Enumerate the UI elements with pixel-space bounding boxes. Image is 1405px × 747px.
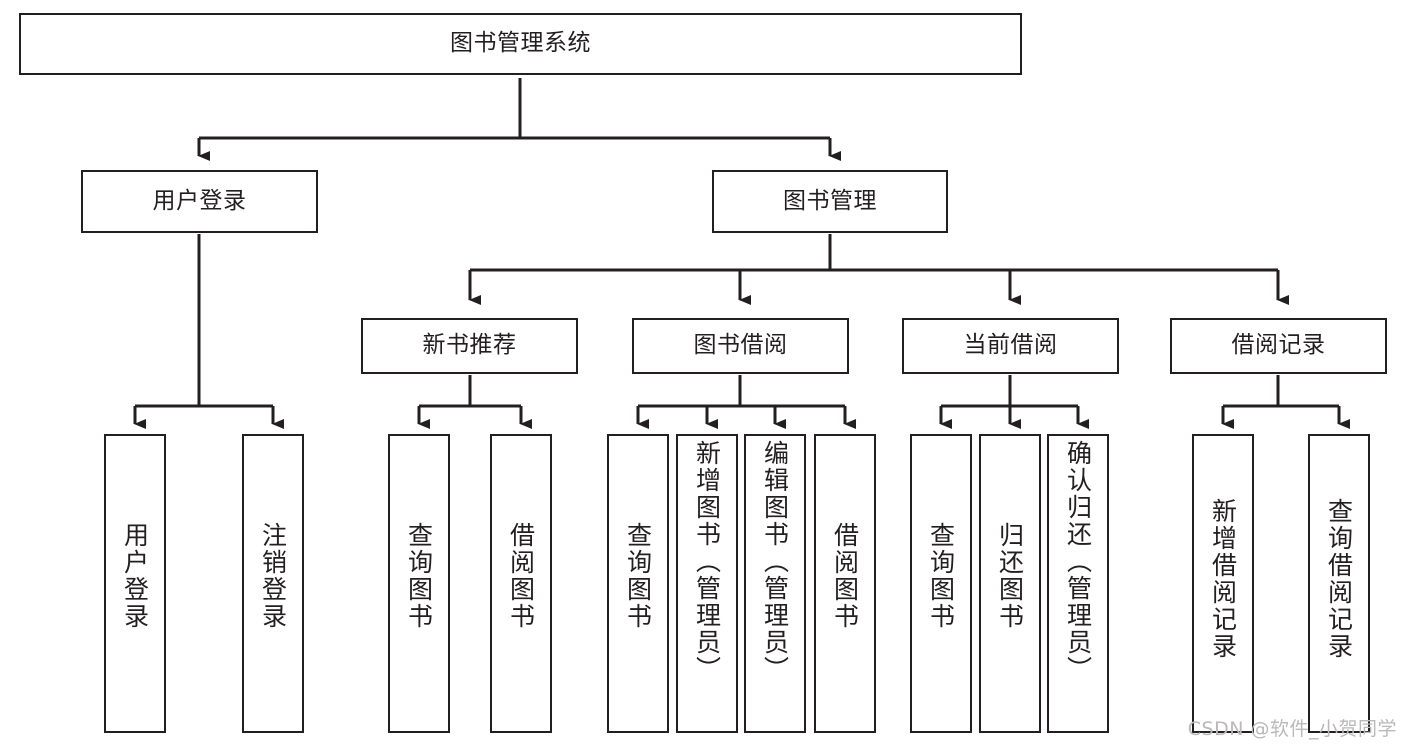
csdn-watermark: CSDN @软件_小贺同学 <box>1187 718 1397 740</box>
node-label: 查询图书 <box>926 522 956 630</box>
leaf-user-login[interactable]: 用户登录 <box>104 434 166 733</box>
leaf-add-borrow-record[interactable]: 新增借阅记录 <box>1192 434 1254 733</box>
leaf-confirm-return-admin[interactable]: 确认归还（管理员） <box>1047 434 1109 733</box>
node-label: 注销登录 <box>258 522 288 630</box>
node-label: 用户登录 <box>120 522 150 630</box>
node-borrow-records[interactable]: 借阅记录 <box>1170 318 1387 374</box>
node-label: 编辑图书（管理员） <box>760 440 790 683</box>
node-user-login[interactable]: 用户登录 <box>81 170 318 233</box>
node-label: 借阅图书 <box>830 522 860 630</box>
node-label: 新增借阅记录 <box>1208 498 1238 660</box>
leaf-logout[interactable]: 注销登录 <box>242 434 304 733</box>
leaf-borrow-books[interactable]: 借阅图书 <box>814 434 876 733</box>
leaf-query-borrow-record[interactable]: 查询借阅记录 <box>1308 434 1370 733</box>
leaf-edit-book-admin[interactable]: 编辑图书（管理员） <box>744 434 806 733</box>
node-current-borrow[interactable]: 当前借阅 <box>902 318 1119 374</box>
node-label: 确认归还（管理员） <box>1063 440 1093 683</box>
leaf-borrow-books-recommend[interactable]: 借阅图书 <box>490 434 552 733</box>
node-label: 新书推荐 <box>422 332 517 359</box>
node-label: 借阅图书 <box>506 522 536 630</box>
node-new-book-recommend[interactable]: 新书推荐 <box>361 318 578 374</box>
node-book-borrow[interactable]: 图书借阅 <box>632 318 849 374</box>
node-label: 图书管理 <box>783 187 877 214</box>
leaf-query-books-borrow[interactable]: 查询图书 <box>607 434 669 733</box>
leaf-query-books-recommend[interactable]: 查询图书 <box>388 434 450 733</box>
node-book-management[interactable]: 图书管理 <box>712 170 948 233</box>
node-label: 借阅记录 <box>1231 332 1326 359</box>
node-label: 用户登录 <box>152 187 247 214</box>
leaf-return-books[interactable]: 归还图书 <box>979 434 1041 733</box>
node-label: 图书借阅 <box>693 332 788 359</box>
node-label: 查询图书 <box>404 522 434 630</box>
node-label: 新增图书（管理员） <box>692 440 722 683</box>
node-label: 查询图书 <box>623 522 653 630</box>
node-root-system[interactable]: 图书管理系统 <box>19 13 1022 75</box>
node-label: 归还图书 <box>995 522 1025 630</box>
node-label: 图书管理系统 <box>450 30 591 57</box>
leaf-query-books-current[interactable]: 查询图书 <box>910 434 972 733</box>
leaf-add-book-admin[interactable]: 新增图书（管理员） <box>676 434 738 733</box>
node-label: 查询借阅记录 <box>1324 498 1354 660</box>
node-label: 当前借阅 <box>963 332 1058 359</box>
